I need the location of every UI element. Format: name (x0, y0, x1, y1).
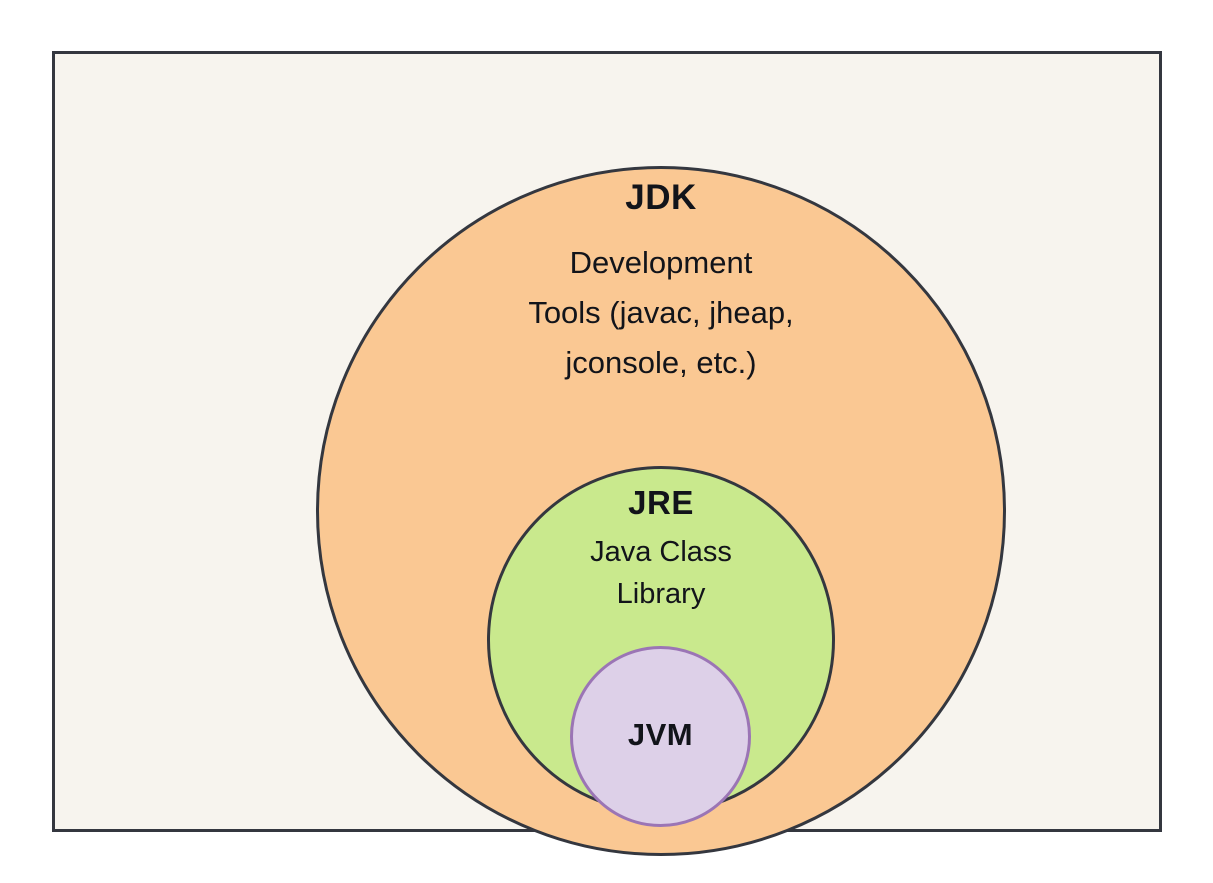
circle-jvm (570, 646, 751, 827)
label-group-jre: JRE Java Class Library (487, 482, 835, 615)
jre-description: Java Class Library (487, 532, 835, 615)
jdk-description-line-1: Development (569, 244, 753, 280)
jdk-description-line-2: Tools (javac, jheap, (528, 294, 794, 330)
jdk-title: JDK (625, 178, 697, 217)
jre-description-line-2: Library (616, 577, 706, 610)
label-group-jdk: JDK Development Tools (javac, jheap, jco… (316, 176, 1006, 388)
jdk-description-line-3: jconsole, etc.) (565, 345, 757, 381)
jdk-description: Development Tools (javac, jheap, jconsol… (316, 238, 1006, 389)
jre-title: JRE (628, 484, 694, 521)
jre-description-line-1: Java Class (590, 536, 732, 569)
diagram-frame: JDK Development Tools (javac, jheap, jco… (52, 51, 1162, 856)
jvm-title: JVM (627, 717, 694, 752)
label-group-jvm: JVM (570, 716, 751, 753)
